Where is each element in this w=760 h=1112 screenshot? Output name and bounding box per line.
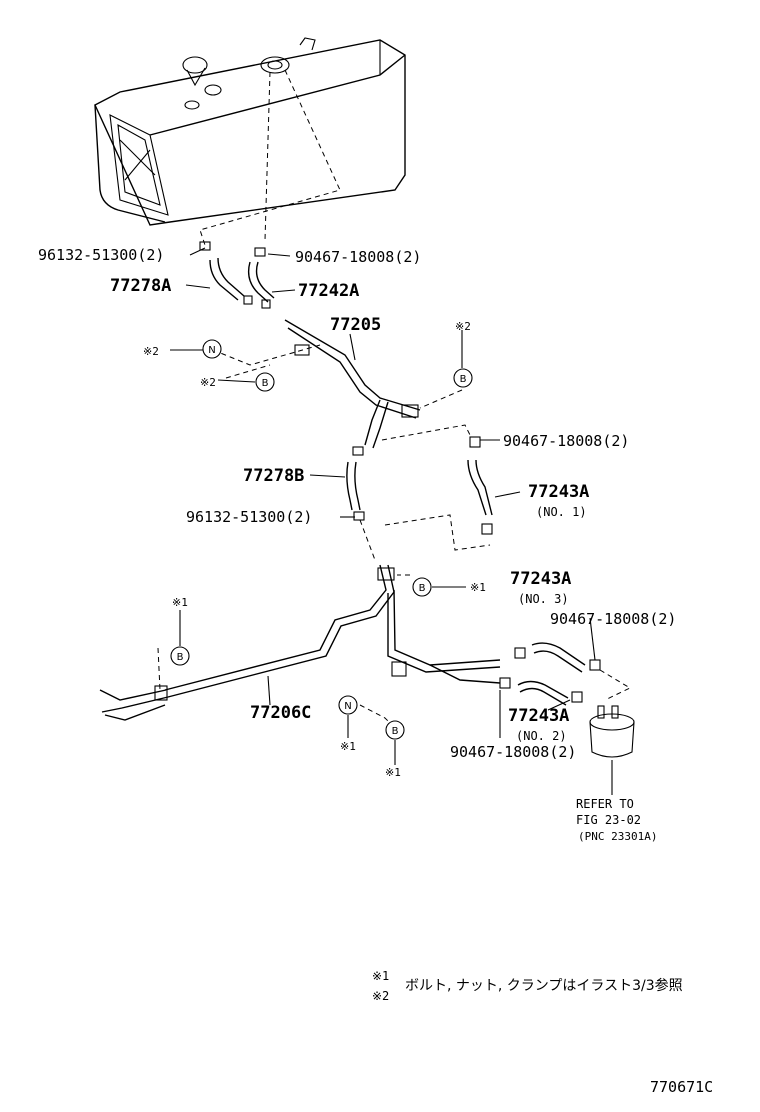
marker-N-bottom: N: [338, 695, 358, 715]
note2-mark-b: ※2: [200, 376, 216, 389]
note-text: ボルト, ナット, クランプはイラスト3/3参照: [405, 977, 683, 994]
svg-text:B: B: [419, 583, 426, 594]
label-77242A: 77242A: [298, 281, 359, 301]
label-77205: 77205: [330, 315, 381, 335]
refer-line-3: (PNC 23301A): [578, 830, 657, 843]
label-77278B: 77278B: [243, 466, 304, 486]
fuel-tank: [94, 37, 406, 226]
marker-B-top: B: [255, 372, 275, 392]
note-mark-1: ※1: [372, 969, 389, 983]
note1-mark-c: ※1: [340, 740, 356, 753]
label-77278A: 77278A: [110, 276, 171, 296]
svg-text:N: N: [344, 701, 351, 712]
label-90467-top: 90467-18008(2): [295, 248, 421, 266]
pipe-77205: [284, 319, 421, 449]
note1-mark-b: ※1: [172, 596, 188, 609]
svg-text:B: B: [460, 374, 467, 385]
label-90467-bottom: 90467-18008(2): [450, 743, 576, 761]
label-96132-top: 96132-51300(2): [38, 246, 164, 264]
svg-text:N: N: [208, 345, 215, 356]
label-90467-mid: 90467-18008(2): [503, 432, 629, 450]
label-77243A-no2: 77243A: [508, 706, 569, 726]
note1-mark-a: ※1: [470, 581, 486, 594]
hose-77242A: [247, 247, 275, 309]
marker-B-left: B: [170, 646, 190, 666]
label-77243A-no1: 77243A: [528, 482, 589, 502]
svg-text:B: B: [392, 726, 399, 737]
hose-77243A-no1: [467, 436, 493, 535]
label-96132-mid: 96132-51300(2): [186, 508, 312, 526]
label-77243A-no1-sub: (NO. 1): [536, 505, 587, 519]
marker-B-mid: B: [412, 577, 432, 597]
marker-N-top: N: [202, 339, 222, 359]
label-77206C: 77206C: [250, 703, 311, 723]
note2-mark-a: ※2: [143, 345, 159, 358]
hose-77278B: [346, 446, 365, 521]
label-77243A-no3: 77243A: [510, 569, 571, 589]
marker-B-right: B: [453, 368, 473, 388]
note1-mark-d: ※1: [385, 766, 401, 779]
note-mark-2: ※2: [372, 989, 389, 1003]
pipe-77206C: [99, 564, 501, 721]
hose-77243A-no3: [514, 642, 601, 673]
svg-text:B: B: [177, 652, 184, 663]
svg-text:B: B: [262, 378, 269, 389]
label-90467-right: 90467-18008(2): [550, 610, 676, 628]
refer-line-2: FIG 23-02: [576, 813, 641, 827]
figure-id: 770671C: [650, 1078, 713, 1096]
note2-mark-c: ※2: [455, 320, 471, 333]
label-77243A-no3-sub: (NO. 3): [518, 592, 569, 606]
refer-line-1: REFER TO: [576, 797, 634, 811]
canister: [589, 705, 635, 795]
label-77243A-no2-sub: (NO. 2): [516, 729, 567, 743]
hose-77278A: [199, 241, 253, 305]
hose-77243A-no2: [499, 677, 583, 706]
marker-B-bottom: B: [385, 720, 405, 740]
